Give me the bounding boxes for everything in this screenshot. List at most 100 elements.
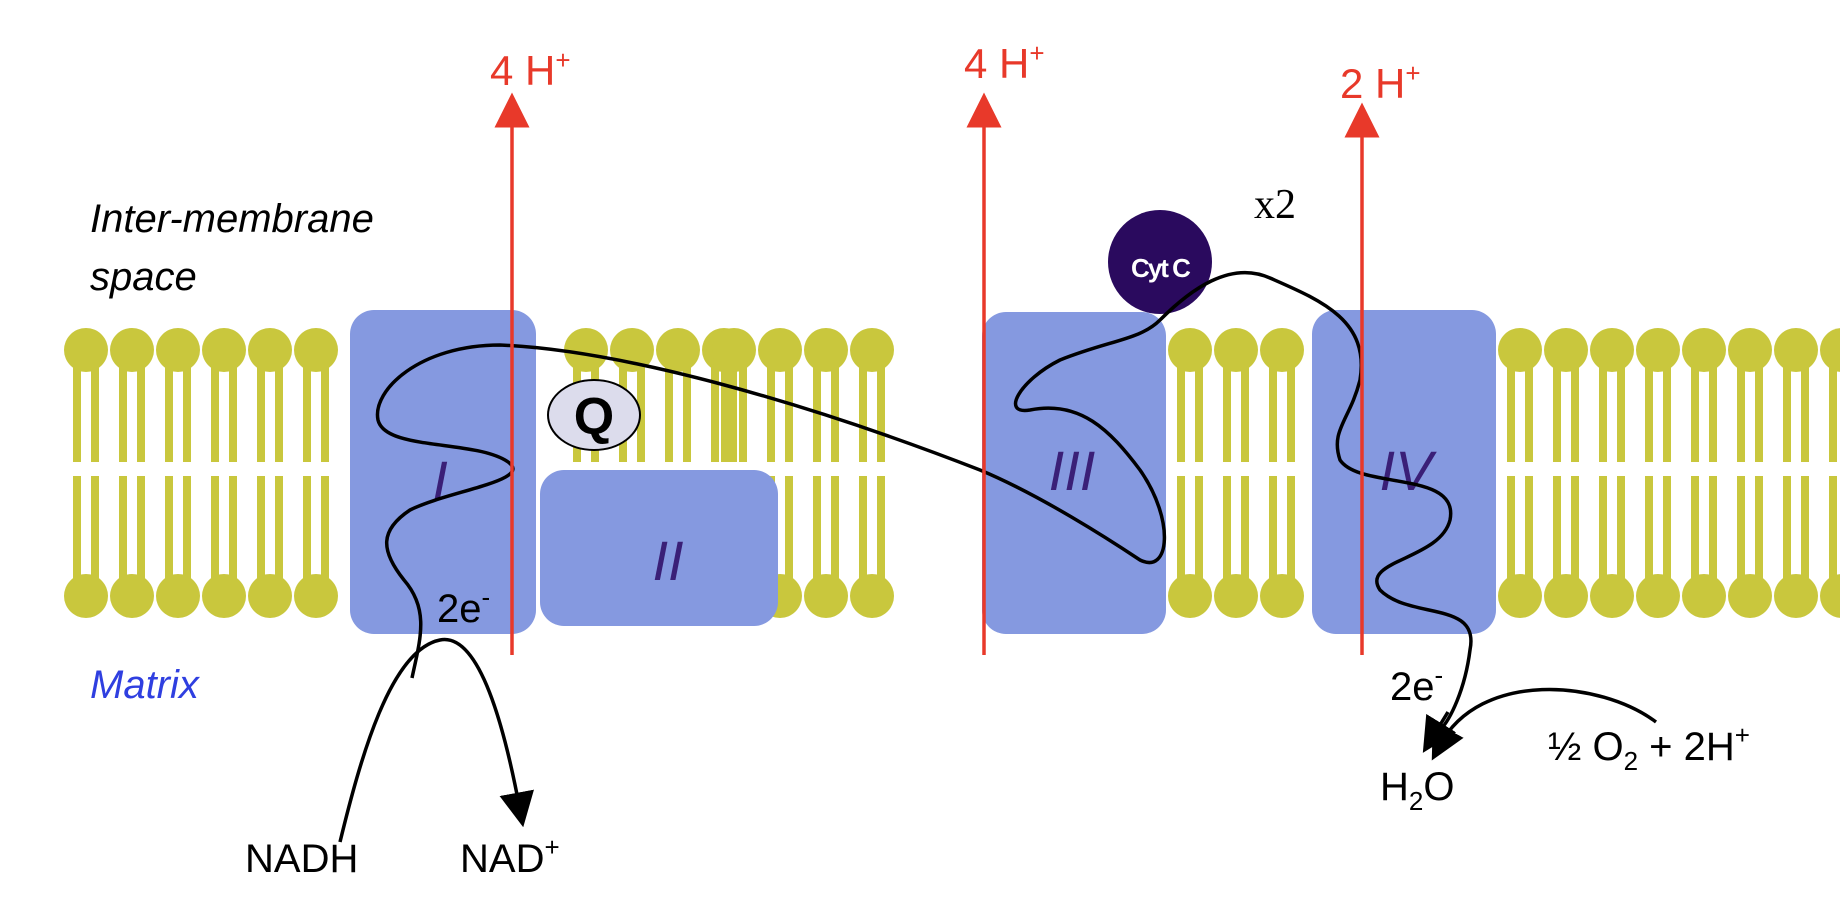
lipid-head-bottom [1636,574,1680,618]
lipid-tail [1709,366,1717,462]
lipid-head-bottom [804,574,848,618]
lipid-tail [1599,366,1607,462]
lipid-head-top [1498,328,1542,372]
lipid-head-top [1636,328,1680,372]
lipid-tail [321,476,329,582]
lipid-tail [229,366,237,462]
lipid-tail [1599,476,1607,582]
lipid-tail [1737,476,1745,582]
lipid-tail [683,366,691,462]
lipid-tail [665,366,673,462]
lipid-tail [1617,366,1625,462]
lipid-tail [1195,476,1203,582]
lipid-tail [767,366,775,462]
lipid-head-bottom [202,574,246,618]
lipid-tail [119,366,127,462]
lipid-head-top [712,328,756,372]
nadh-label: NADH [245,837,358,881]
lipid-head-bottom [64,574,108,618]
lipid-tail [211,366,219,462]
lipid-tail [1663,366,1671,462]
lipid-tail [1783,476,1791,582]
lipid-tail [739,366,747,462]
lipid-tail [877,366,885,462]
lipid-head-top [1774,328,1818,372]
lipid-head-bottom [1498,574,1542,618]
multiplier-label: x2 [1254,182,1296,228]
lipid-head-bottom [1544,574,1588,618]
lipid-tail [321,366,329,462]
lipid-tail [1755,366,1763,462]
lipid-head-top [804,328,848,372]
lipid-tail [73,366,81,462]
lipid-tail [785,366,793,462]
lipid-tail [165,476,173,582]
lipid-tail [1709,476,1717,582]
matrix-label: Matrix [90,663,201,707]
complex-iii [982,312,1166,634]
complex-ii [540,470,778,626]
lipid-head-top [1260,328,1304,372]
lipid-tail [711,366,719,462]
electrons-label-left: 2e- [437,582,490,631]
lipid-tail [1783,366,1791,462]
lipid-tail [229,476,237,582]
lipid-tail [91,366,99,462]
lipid-tail [1241,476,1249,582]
lipid-tail [1507,366,1515,462]
lipid-head-bottom [1214,574,1258,618]
lipid-tail [859,366,867,462]
lipid-head-top [110,328,154,372]
lipid-head-top [1728,328,1772,372]
quinone-label: Q [574,388,614,446]
lipid-tail [831,476,839,582]
lipid-tail [877,476,885,582]
oxygen-reaction-label: ½ O2 + 2H+ [1548,720,1750,776]
complex-iv-label: IV [1380,439,1438,502]
nad-label: NAD+ [460,832,560,881]
lipid-tail [91,476,99,582]
lipid-head-bottom [1820,574,1840,618]
lipid-tail [1801,366,1809,462]
cytochrome-c-circle [1108,210,1212,314]
lipid-head-bottom [850,574,894,618]
proton-label-1: 4 H+ [490,45,571,94]
lipid-tail [275,476,283,582]
lipid-tail [721,366,729,462]
lipid-tail [1287,366,1295,462]
lipid-head-bottom [248,574,292,618]
quinone-oval [547,379,641,451]
lipid-tail [1645,476,1653,582]
oxygen-to-water-arrow [1431,687,1658,761]
lipid-tail [119,476,127,582]
lipid-head-bottom [1774,574,1818,618]
lipid-head-bottom [1590,574,1634,618]
lipid-tail [1829,366,1837,462]
lipid-tail [1241,366,1249,462]
lipid-head-top [758,328,802,372]
lipid-tail [303,366,311,462]
lipid-tail [729,366,737,462]
proton-label-3: 2 H+ [1340,58,1421,107]
lipid-tail [137,366,145,462]
lipid-head-top [202,328,246,372]
lipid-head-top [156,328,200,372]
lipid-tail [1691,366,1699,462]
lipid-tail [1177,476,1185,582]
lipid-tail [1507,476,1515,582]
lipid-tail [275,366,283,462]
lipid-head-top [248,328,292,372]
lipid-tail [813,476,821,582]
cytochrome-c-label: Cyt C [1131,253,1191,283]
lipid-tail [859,476,867,582]
lipid-head-top [1168,328,1212,372]
lipid-tail [257,476,265,582]
lipid-head-top [1214,328,1258,372]
lipid-head-top [294,328,338,372]
lipid-head-top [850,328,894,372]
lipid-tail [183,476,191,582]
lipid-tail [1801,476,1809,582]
lipid-tail [1737,366,1745,462]
lipid-head-bottom [1260,574,1304,618]
lipid-head-top [1590,328,1634,372]
